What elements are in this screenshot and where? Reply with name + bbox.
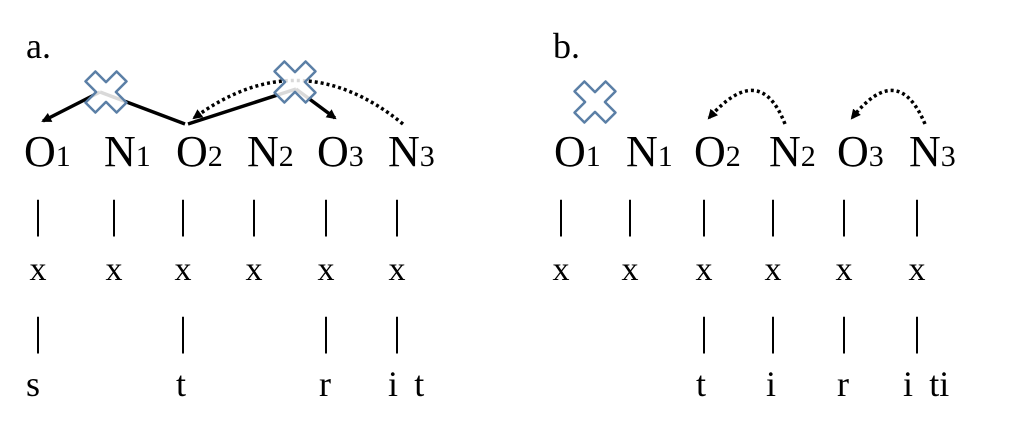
- association-line-lower: |: [34, 309, 42, 354]
- skeleton-slot: x: [622, 251, 639, 288]
- association-line-lower: |: [913, 309, 921, 354]
- unit-n1: N1: [104, 127, 151, 176]
- association-line-upper: |: [769, 192, 777, 237]
- association-line-upper: |: [700, 192, 708, 237]
- skeleton-slot: x: [175, 251, 192, 288]
- skeleton-slot: x: [30, 251, 47, 288]
- segment: r: [319, 364, 331, 404]
- skeleton-slot: x: [106, 251, 123, 288]
- skeleton-slot: x: [836, 251, 853, 288]
- skeleton-slot: x: [553, 251, 570, 288]
- association-line-upper: |: [840, 192, 848, 237]
- unit-n1: N1: [626, 127, 673, 176]
- association-line-upper: |: [913, 192, 921, 237]
- cross-b-o1-icon: [573, 80, 617, 124]
- association-line-upper: |: [250, 192, 258, 237]
- cross-a-right-icon: [273, 60, 317, 104]
- unit-o3: O3: [837, 127, 884, 176]
- panel-b: b. O1 N1 O2 N2 O3 N3 | | | | | | x x x x x x | t | i | r | i ti: [553, 26, 956, 404]
- unit-n3: N3: [388, 127, 435, 176]
- relation-b-dotted-n3-to-o3: [850, 88, 927, 125]
- association-line-lower: |: [179, 309, 187, 354]
- skeleton-slot: x: [389, 251, 406, 288]
- segment: s: [26, 364, 40, 404]
- segment: t: [696, 364, 706, 404]
- relation-b-dotted-n2-to-o2: [707, 88, 787, 125]
- association-line-lower: |: [840, 309, 848, 354]
- association-line-upper: |: [110, 192, 118, 237]
- skeleton-slot: x: [696, 251, 713, 288]
- segment: i t: [388, 364, 424, 404]
- segment: r: [837, 364, 849, 404]
- panel-a-label: a.: [26, 26, 51, 66]
- association-line-upper: |: [322, 192, 330, 237]
- association-line-lower: |: [322, 309, 330, 354]
- panel-a: a. O1 N1 O2 N2 O3 N3 | | | | | | x x x x x x | s | t | r | i t: [24, 26, 435, 404]
- unit-o3: O3: [317, 127, 364, 176]
- association-line-lower: |: [393, 309, 401, 354]
- unit-o1: O1: [24, 127, 71, 176]
- skeleton-slot: x: [909, 251, 926, 288]
- association-line-upper: |: [34, 192, 42, 237]
- skeleton-slot: x: [318, 251, 335, 288]
- cross-a-left-icon: [84, 70, 128, 114]
- unit-n2: N2: [247, 127, 294, 176]
- unit-o2: O2: [694, 127, 741, 176]
- skeleton-slot: x: [246, 251, 263, 288]
- association-line-upper: |: [393, 192, 401, 237]
- segment: i ti: [903, 364, 949, 404]
- association-line-upper: |: [626, 192, 634, 237]
- unit-n3: N3: [909, 127, 956, 176]
- panel-b-label: b.: [553, 26, 580, 66]
- unit-o1: O1: [554, 127, 601, 176]
- skeleton-slot: x: [765, 251, 782, 288]
- unit-o2: O2: [176, 127, 223, 176]
- segment: t: [176, 364, 186, 404]
- association-line-upper: |: [179, 192, 187, 237]
- association-line-lower: |: [769, 309, 777, 354]
- association-line-upper: |: [557, 192, 565, 237]
- segment: i: [766, 364, 776, 404]
- unit-n2: N2: [769, 127, 816, 176]
- association-line-lower: |: [700, 309, 708, 354]
